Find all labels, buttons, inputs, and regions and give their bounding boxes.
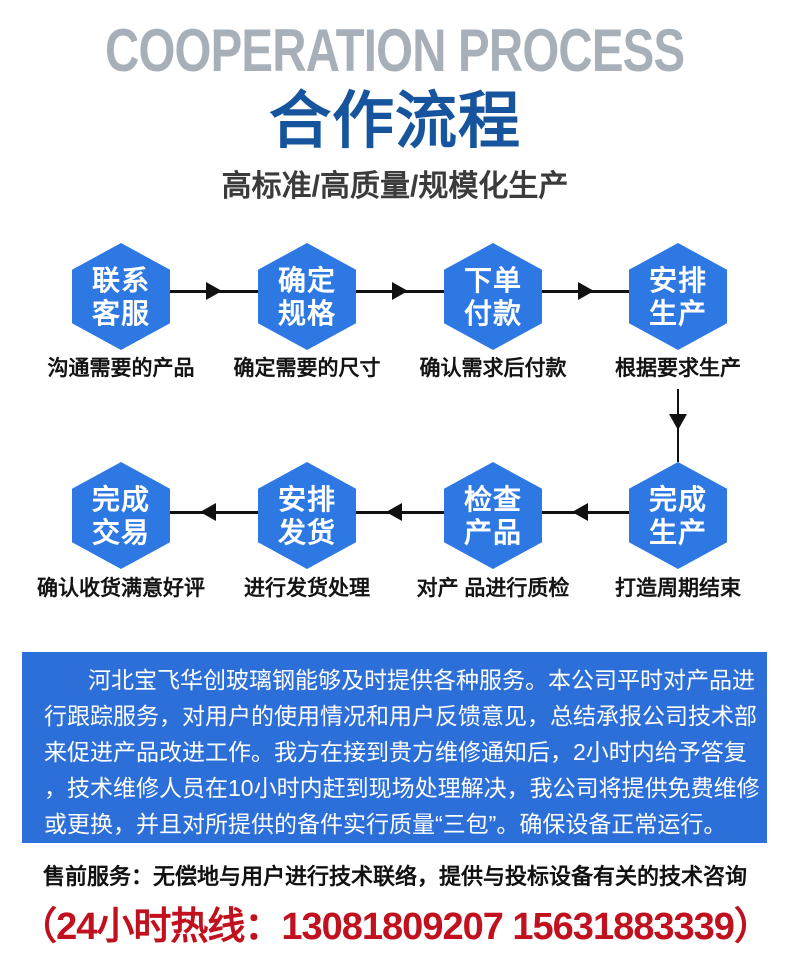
step-3-caption: 确认需求后付款 [419, 357, 567, 380]
hex-step-1: 联系 客服 [72, 243, 170, 350]
arrow-left-icon [200, 503, 216, 521]
hotline-phone-text: （24小时热线：13081809207 15631883339） [19, 906, 772, 948]
step-8-caption: 确认收货满意好评 [37, 577, 205, 600]
hex-step-5-label: 完成 生产 [648, 483, 707, 548]
hex-step-3-label: 下单 付款 [463, 264, 522, 329]
hex-step-8-label: 完成 交易 [91, 483, 150, 548]
arrow-right-icon [578, 282, 594, 300]
hex-step-7: 安排 发货 [258, 462, 356, 569]
arrow-right-icon [206, 282, 222, 300]
service-text-line: 行跟踪服务，对用户的使用情况和用户反馈意见，总结承报公司技术部 [44, 703, 757, 729]
hex-step-8: 完成 交易 [72, 462, 170, 569]
arrow-left-icon [572, 503, 588, 521]
presale-service-text: 售前服务：无偿地与用户进行技术联络，提供与投标设备有关的技术咨询 [42, 864, 747, 889]
hex-step-6-label: 检查 产品 [463, 483, 522, 548]
hex-step-2-label: 确定 规格 [277, 264, 336, 329]
english-title-text: COOPERATION PROCESS [105, 17, 685, 84]
hex-step-6: 检查 产品 [444, 462, 542, 569]
arrow-right-icon [392, 282, 408, 300]
service-text-line: 河北宝飞华创玻璃钢能够及时提供各种服务。本公司平时对产品进 [88, 667, 755, 693]
arrow-left-icon [386, 503, 402, 521]
arrow-down-icon [669, 414, 687, 430]
hex-step-5: 完成 生产 [629, 462, 727, 569]
hex-step-7-label: 安排 发货 [277, 483, 336, 548]
step-1-caption: 沟通需要的产品 [47, 357, 195, 380]
english-title: COOPERATION PROCESS [0, 20, 790, 82]
step-2-caption: 确定需要的尺寸 [233, 357, 381, 380]
step-4-caption: 根据要求生产 [615, 357, 741, 380]
service-description-box: 河北宝飞华创玻璃钢能够及时提供各种服务。本公司平时对产品进 行跟踪服务，对用户的… [22, 652, 767, 843]
hex-step-4-label: 安排 生产 [648, 264, 707, 329]
hex-step-2: 确定 规格 [258, 243, 356, 350]
hex-step-3: 下单 付款 [444, 243, 542, 350]
chinese-title: 合作流程 [268, 87, 521, 156]
service-text-line: ，技术维修人员在10小时内赶到现场处理解决，我公司将提供免费维修 [44, 775, 760, 801]
step-5-caption: 打造周期结束 [615, 577, 741, 600]
service-text-line: 或更换，并且对所提供的备件实行质量“三包”。确保设备正常运行。 [44, 811, 727, 837]
subtitle: 高标准/高质量/规模化生产 [221, 170, 569, 203]
hex-step-4: 安排 生产 [629, 243, 727, 350]
step-7-caption: 进行发货处理 [244, 577, 370, 600]
hex-step-1-label: 联系 客服 [91, 264, 150, 329]
step-6-caption: 对产 品进行质检 [416, 577, 570, 600]
service-text-line: 来促进产品改进工作。我方在接到贵方维修通知后，2小时内给予答复 [44, 739, 747, 765]
